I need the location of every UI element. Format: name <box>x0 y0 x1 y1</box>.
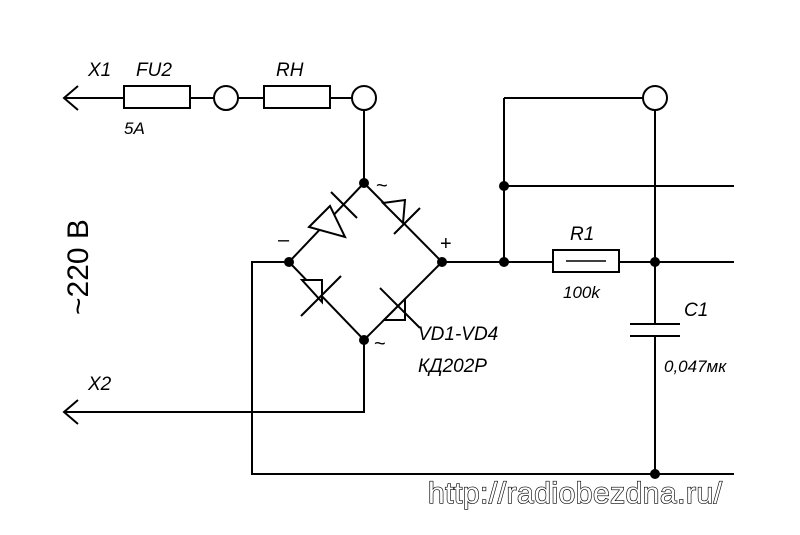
label-r1: R1 <box>570 224 594 245</box>
diode-vd1 <box>307 191 358 239</box>
label-x2: X2 <box>87 374 112 395</box>
label-diode-type: КД202Р <box>418 356 487 377</box>
diode-vd3 <box>299 275 342 317</box>
terminal-circle-1 <box>213 85 239 111</box>
x2-terminal-arrow <box>62 340 365 425</box>
capacitor-c1 <box>630 323 680 337</box>
label-bridge-plus: + <box>440 233 452 255</box>
label-rh: RH <box>276 60 304 81</box>
label-diodes: VD1-VD4 <box>418 324 498 345</box>
node-c1-rail <box>650 469 660 479</box>
watermark-url[interactable]: http://radiobezdna.ru/ <box>427 476 723 510</box>
label-r1-value: 100k <box>563 283 601 302</box>
node-plus-junction <box>499 257 509 267</box>
label-c1-value: 0,047мк <box>664 357 727 376</box>
bridge-node-top <box>359 178 369 188</box>
node-r1-c1 <box>650 257 660 267</box>
label-bridge-minus: – <box>278 229 290 251</box>
label-fu2: FU2 <box>136 60 172 81</box>
terminal-circle-2 <box>351 85 377 111</box>
label-x1: X1 <box>87 60 111 81</box>
diode-vd4 <box>379 287 421 329</box>
label-fuse-rating: 5A <box>124 119 145 138</box>
diode-bridge <box>284 178 447 345</box>
resistor-r1 <box>552 249 620 273</box>
label-c1: C1 <box>684 300 708 321</box>
minus-rail <box>251 261 734 475</box>
fuse-fu2 <box>123 85 191 109</box>
x1-terminal-arrow <box>62 85 124 111</box>
label-ac-top: ~ <box>376 175 388 197</box>
output-terminal-circle <box>642 85 668 111</box>
label-voltage: ~220 В <box>62 219 95 315</box>
resistor-rh <box>263 85 331 109</box>
diode-vd2 <box>380 198 421 235</box>
label-ac-bottom: ~ <box>374 333 386 355</box>
node-output-top <box>499 181 509 191</box>
